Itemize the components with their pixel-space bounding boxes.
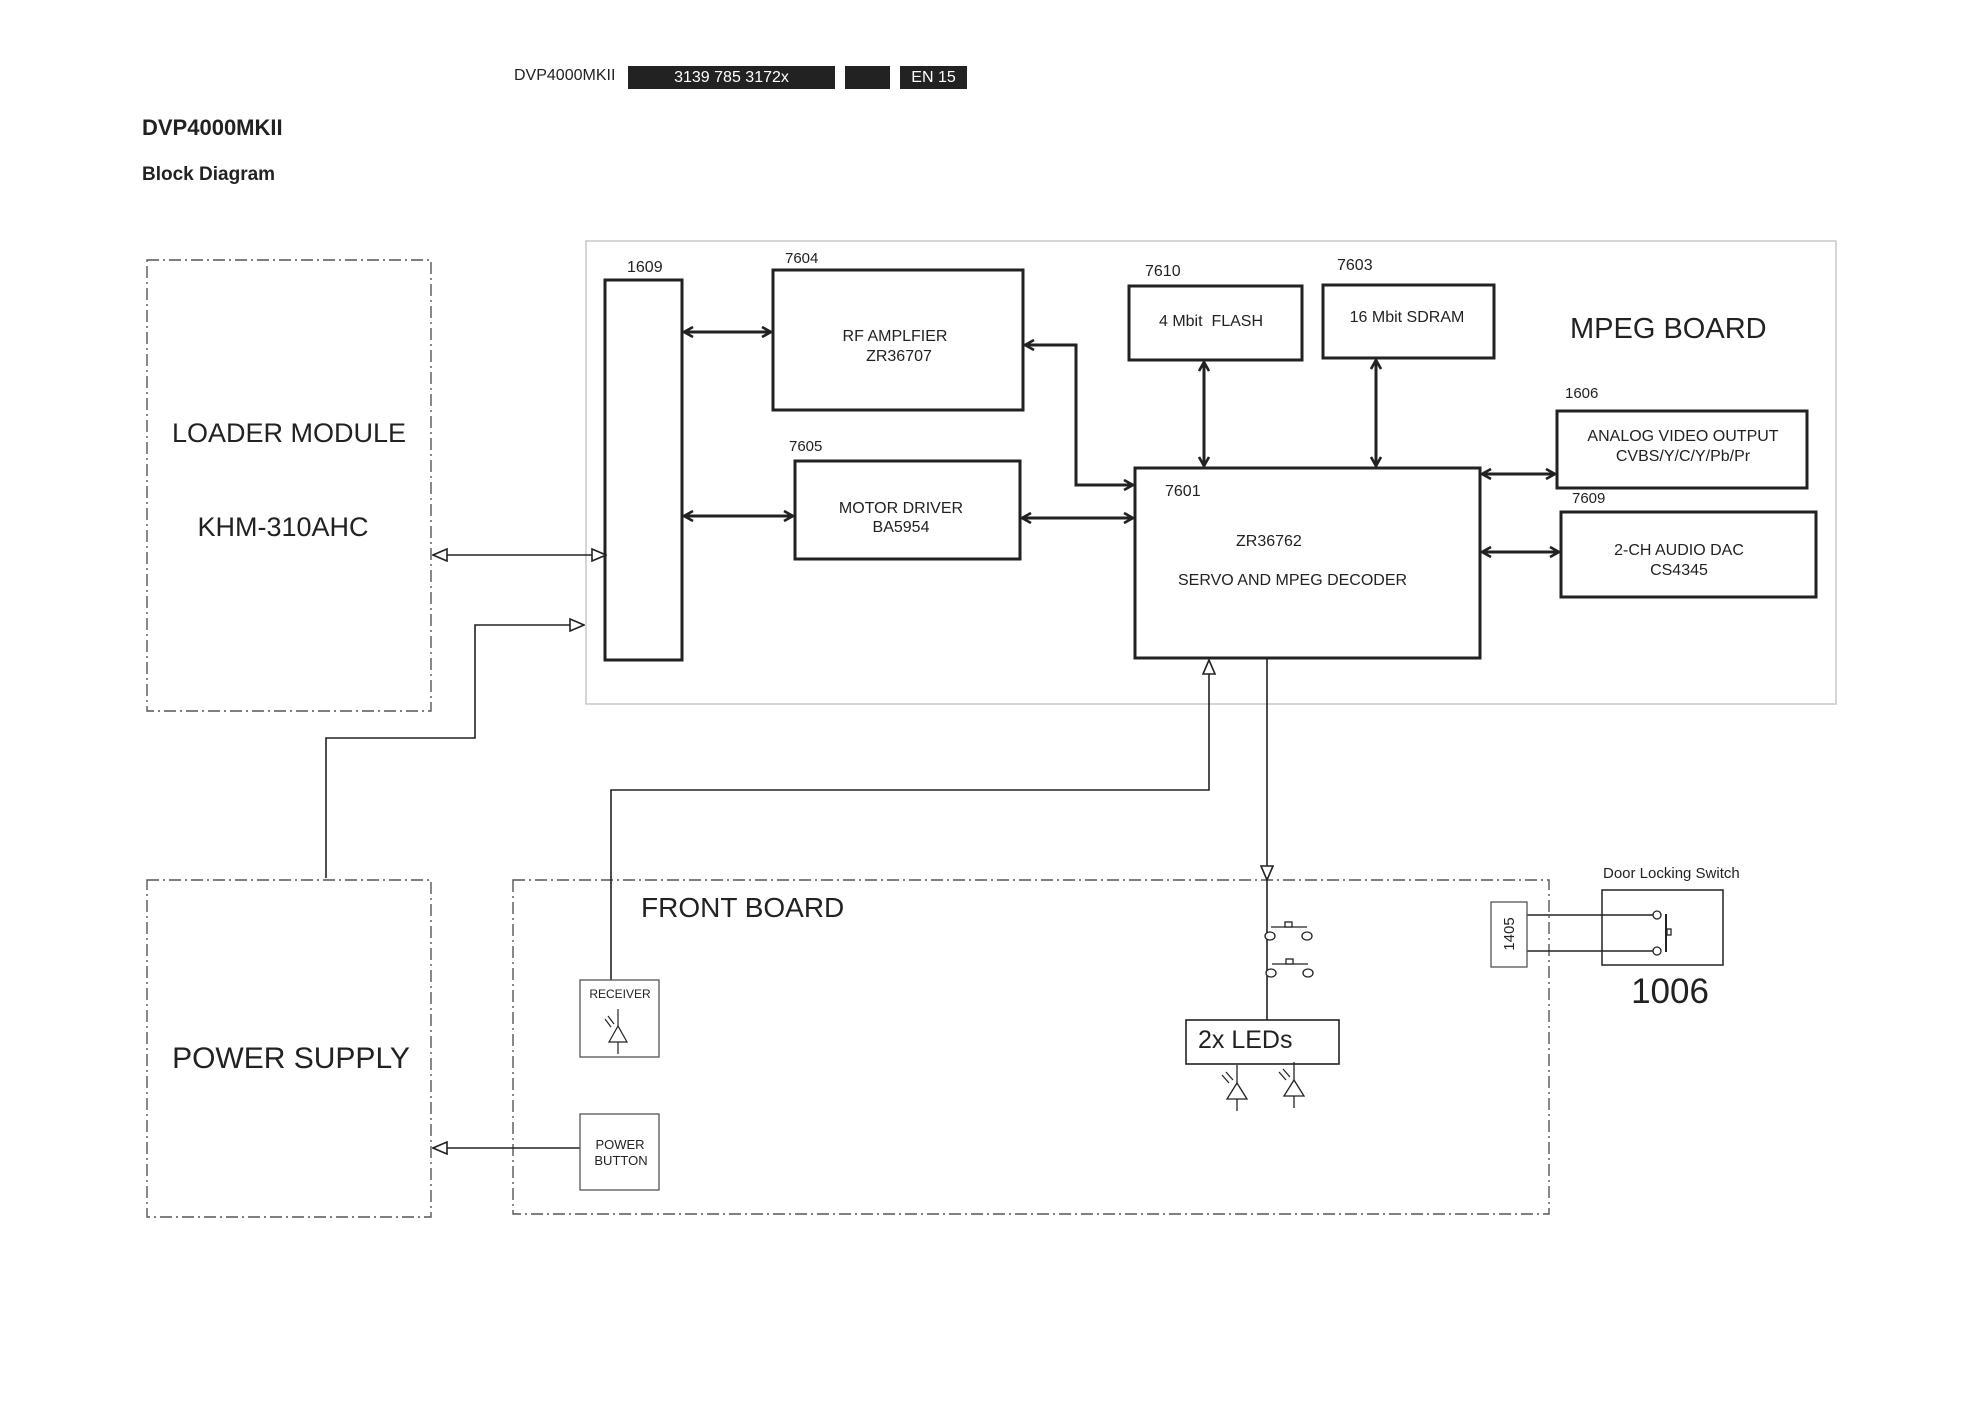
video-out-label: ANALOG VIDEO OUTPUT: [1587, 428, 1778, 445]
sdram-ref: 7603: [1337, 257, 1373, 274]
door-switch-icon: [1652, 910, 1672, 956]
connector-1609-ref: 1609: [627, 259, 663, 276]
page-title: DVP4000MKII: [142, 115, 283, 140]
mpeg-board-label: MPEG BOARD: [1570, 313, 1767, 345]
pushbutton-switch-icon: [1264, 921, 1313, 941]
pushbutton-switch-icon: [1265, 958, 1314, 978]
video-out-ref: 1606: [1565, 385, 1598, 402]
power-button-label-2: BUTTON: [594, 1153, 647, 1168]
header-page: EN 15: [900, 66, 967, 89]
receiver-label: RECEIVER: [589, 987, 651, 1001]
power-supply-box: [146, 879, 432, 1218]
front-board-box: [512, 879, 1550, 1215]
audio-dac-box: [1559, 510, 1818, 599]
connector-1405-box: [1490, 901, 1528, 968]
decoder-part: ZR36762: [1236, 533, 1302, 550]
door-switch-title: Door Locking Switch: [1603, 865, 1740, 882]
sdram-label: 16 Mbit SDRAM: [1350, 309, 1465, 326]
door-switch-box: [1601, 889, 1724, 966]
rf-amp-part: ZR36707: [866, 348, 932, 365]
audio-dac-ref: 7609: [1572, 490, 1605, 507]
power-button-box: [579, 1113, 660, 1191]
audio-dac-label: 2-CH AUDIO DAC: [1614, 542, 1744, 559]
audio-dac-part: CS4345: [1650, 562, 1708, 579]
power-button-label-1: POWER: [595, 1137, 644, 1152]
video-out-box: [1555, 409, 1809, 490]
rf-amp-label: RF AMPLFIER: [843, 328, 948, 345]
front-board-label: FRONT BOARD: [641, 892, 844, 923]
flash-label: 4 Mbit FLASH: [1159, 313, 1263, 330]
led-icon: [1221, 1065, 1249, 1111]
rf-amp-ref: 7604: [785, 250, 818, 267]
sdram-box: [1321, 283, 1496, 360]
header-model: DVP4000MKII: [514, 67, 616, 84]
motor-driver-part: BA5954: [873, 519, 930, 536]
header-doc-number: 3139 785 3172x: [628, 66, 835, 89]
page-subtitle: Block Diagram: [142, 164, 276, 185]
motor-driver-ref: 7605: [789, 438, 822, 455]
decoder-box: [1133, 466, 1482, 660]
door-switch-ref: 1006: [1631, 972, 1709, 1011]
receiver-photodiode-icon: [604, 1009, 629, 1054]
flash-ref: 7610: [1145, 263, 1181, 280]
flash-box: [1127, 284, 1304, 362]
loader-module-label: LOADER MODULE: [172, 418, 406, 448]
power-supply-label: POWER SUPPLY: [172, 1042, 410, 1075]
mpeg-board-outline: [585, 240, 1837, 705]
motor-driver-label: MOTOR DRIVER: [839, 500, 963, 517]
leds-box: [1185, 1019, 1340, 1065]
video-out-formats: CVBS/Y/C/Y/Pb/Pr: [1616, 448, 1751, 465]
decoder-ref: 7601: [1165, 483, 1201, 500]
decoder-label: SERVO AND MPEG DECODER: [1178, 572, 1407, 589]
link-rf-amp-decoder: [1025, 345, 1133, 485]
loader-module-box: [146, 259, 432, 712]
connector-1609-box: [603, 278, 684, 662]
receiver-box: [579, 979, 660, 1058]
link-receiver-decoder: [610, 660, 1209, 980]
leds-label: 2x LEDs: [1198, 1026, 1292, 1054]
motor-driver-box: [793, 459, 1022, 561]
connector-1405-ref: 1405: [1501, 917, 1518, 950]
loader-module-part: KHM-310AHC: [197, 512, 368, 542]
header-blank-field: [845, 66, 890, 89]
led-icon: [1278, 1062, 1306, 1108]
link-power-supply-mpeg: [325, 625, 584, 878]
